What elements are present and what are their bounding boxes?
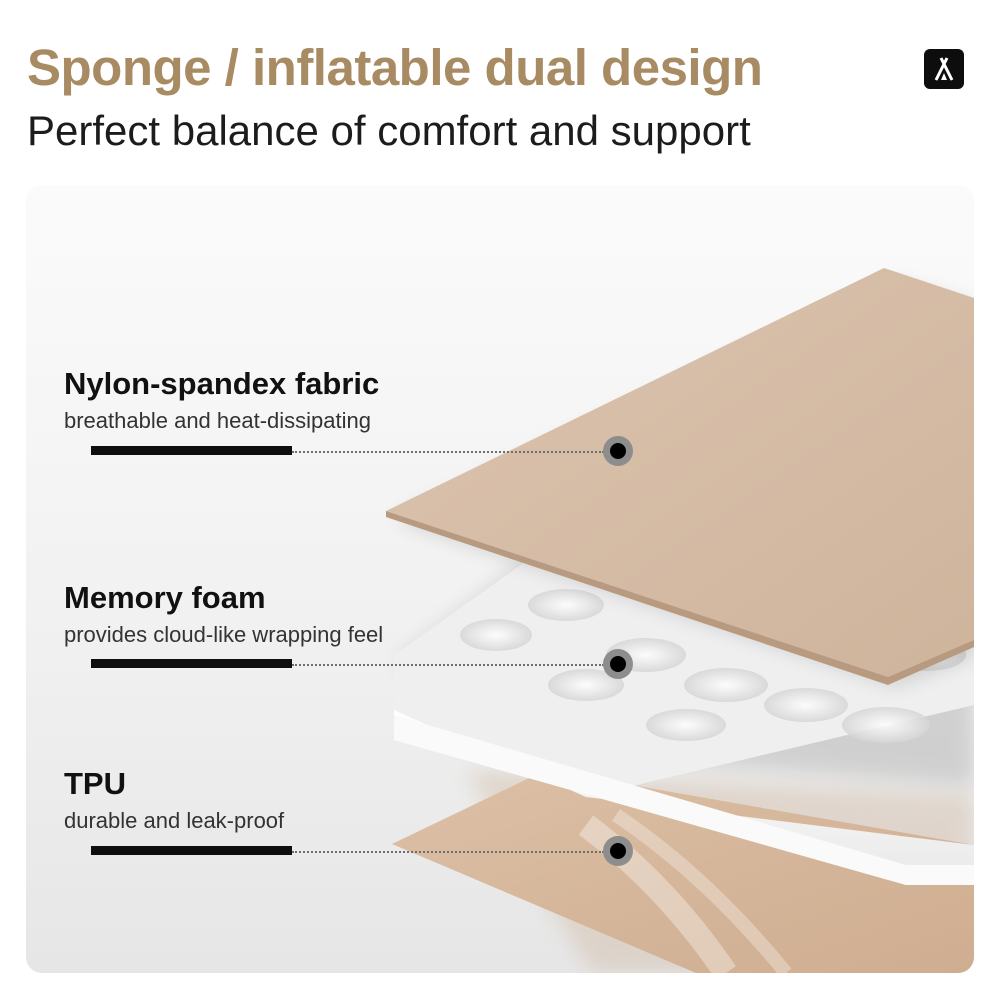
layer-callout-tpu: TPU durable and leak-proof: [64, 766, 284, 834]
mattress-layers-illustration: [386, 268, 974, 973]
page-subtitle: Perfect balance of comfort and support: [27, 107, 751, 154]
tpu-layer-shape: [392, 770, 974, 973]
layer-title: TPU: [64, 766, 126, 801]
layer-description: durable and leak-proof: [64, 808, 285, 833]
layer-underline-bar: [91, 846, 292, 855]
layer-callout-fabric: Nylon-spandex fabric breathable and heat…: [64, 366, 379, 434]
page-title: Sponge / inflatable dual design: [27, 39, 763, 96]
layer-title: Nylon-spandex fabric: [64, 366, 380, 401]
layer-title: Memory foam: [64, 580, 266, 615]
product-panel: [26, 185, 974, 973]
layer-description: provides cloud-like wrapping feel: [64, 622, 384, 647]
layer-callout-foam: Memory foam provides cloud-like wrapping…: [64, 580, 383, 648]
leader-line: [292, 451, 604, 453]
foam-marker-dot: [603, 649, 633, 679]
leader-line: [292, 851, 604, 853]
tpu-marker-dot: [603, 836, 633, 866]
layer-underline-bar: [91, 659, 292, 668]
fabric-marker-dot: [603, 436, 633, 466]
fabric-layer-shape: [386, 268, 974, 685]
tent-icon: [924, 49, 964, 89]
layer-description: breathable and heat-dissipating: [64, 408, 372, 433]
leader-line: [292, 664, 604, 666]
layer-underline-bar: [91, 446, 292, 455]
